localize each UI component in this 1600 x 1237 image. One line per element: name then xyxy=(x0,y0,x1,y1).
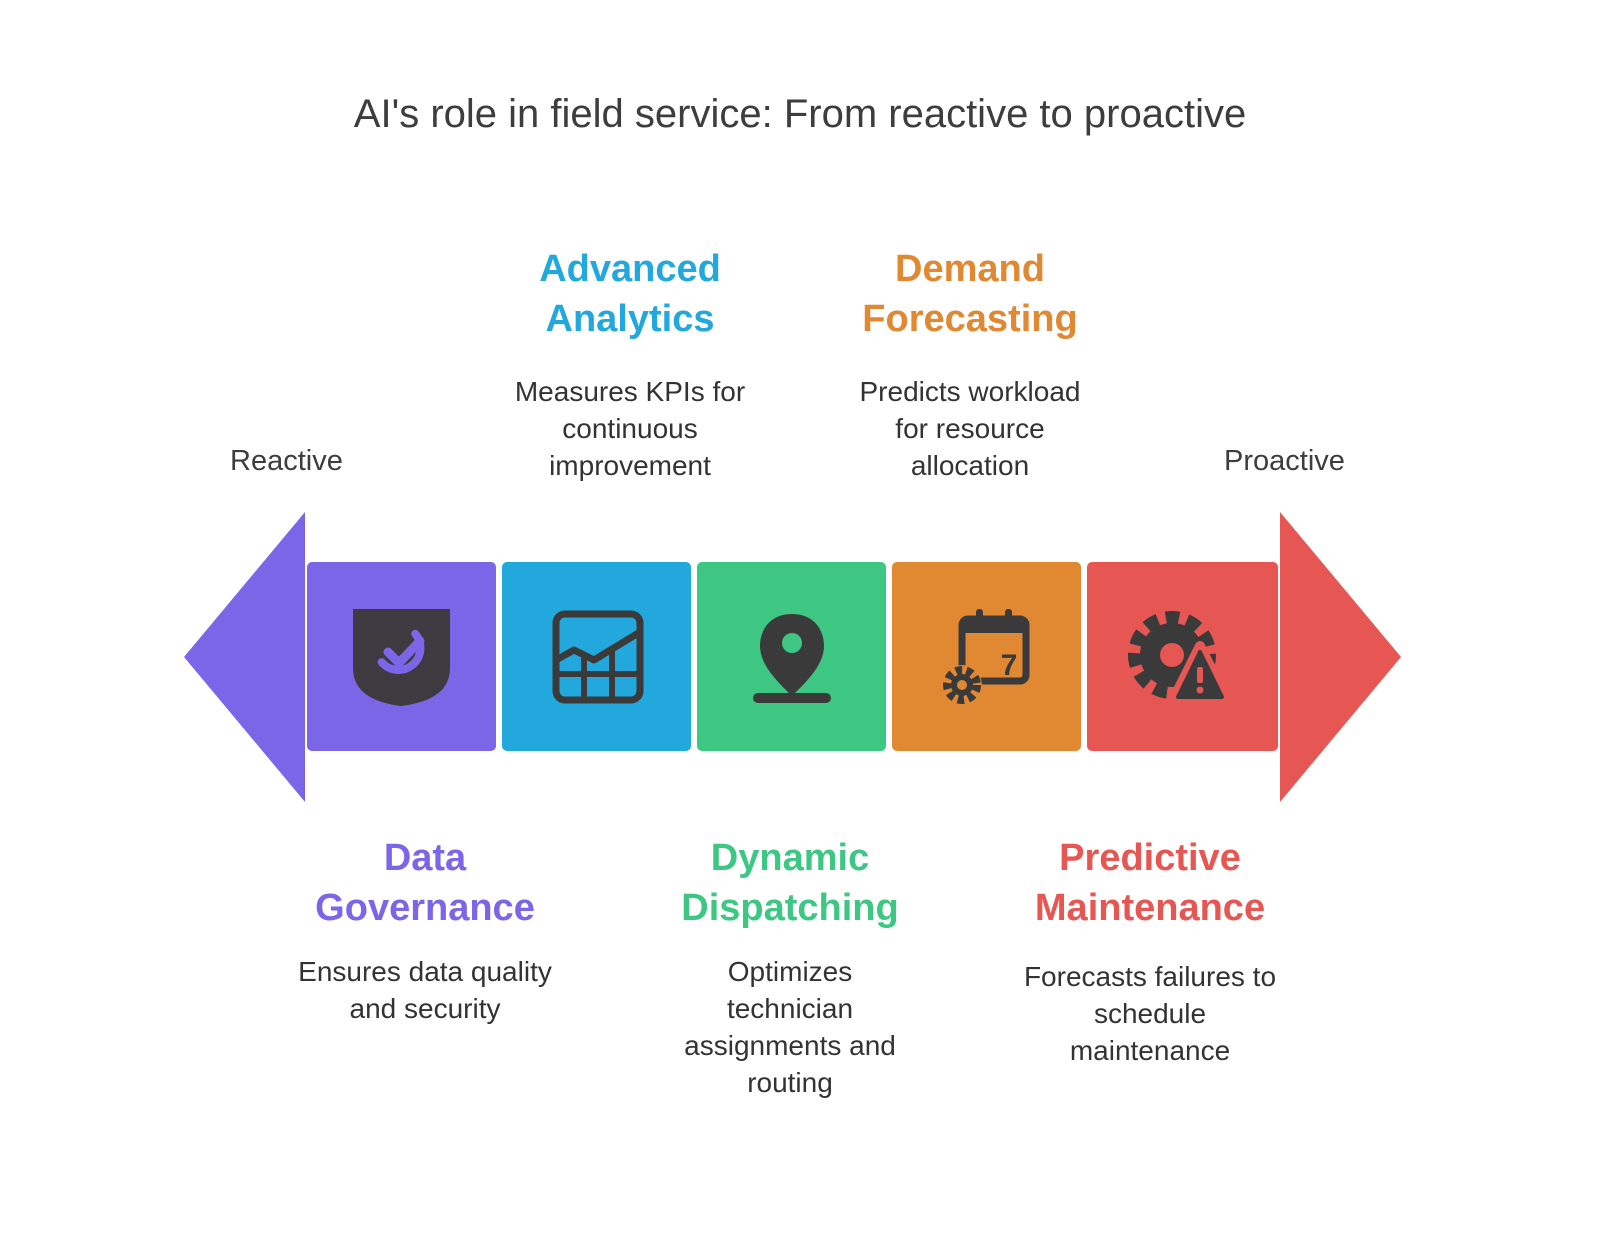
stage-description-advanced-analytics: Measures KPIs for continuous improvement xyxy=(514,376,746,481)
stage-heading-data-governance: Data Governance xyxy=(315,837,535,929)
left-arrow-head xyxy=(184,512,305,802)
stage-description-dynamic-dispatching: Optimizes technician assignments and rou… xyxy=(684,956,896,1098)
calendar-gear-icon: 7 xyxy=(942,609,1030,705)
proactive-label: Proactive xyxy=(1224,445,1345,477)
svg-text:7: 7 xyxy=(1001,649,1018,682)
chart-grid-icon xyxy=(552,610,644,704)
stage-heading-predictive-maintenance: Predictive Maintenance xyxy=(1034,837,1266,929)
page-title: AI's role in field service: From reactiv… xyxy=(353,92,1247,136)
stage-heading-dynamic-dispatching: Dynamic Dispatching xyxy=(681,837,899,929)
right-arrow-head xyxy=(1280,512,1401,802)
reactive-label: Reactive xyxy=(230,445,343,477)
stage-description-predictive-maintenance: Forecasts failures to schedule maintenan… xyxy=(1023,961,1277,1066)
stage-description-data-governance: Ensures data quality and security xyxy=(298,956,552,1024)
stage-heading-advanced-analytics: Advanced Analytics xyxy=(539,248,721,340)
map-pin-icon xyxy=(753,614,831,703)
stage-heading-demand-forecasting: Demand Forecasting xyxy=(862,248,1078,340)
gear-warning-icon xyxy=(1128,611,1232,705)
stage-block-demand-forecasting xyxy=(892,562,1081,751)
shield-check-icon xyxy=(353,609,450,706)
stage-description-demand-forecasting: Predicts workload for resource allocatio… xyxy=(859,376,1081,481)
